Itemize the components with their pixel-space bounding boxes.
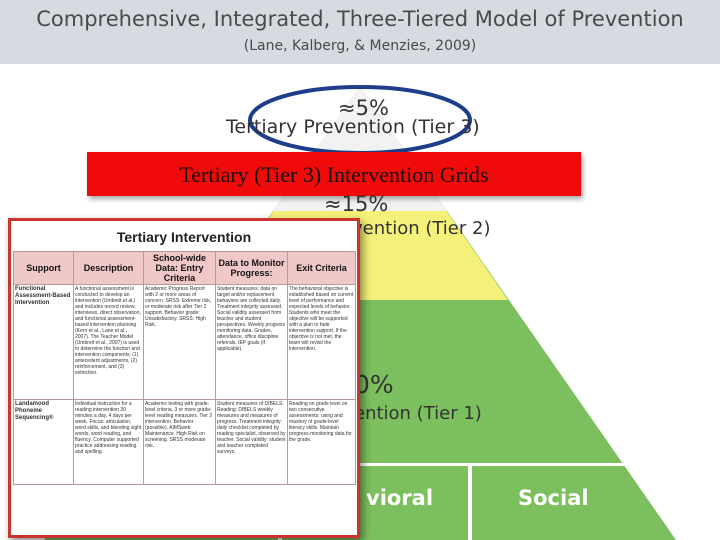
monitor-cell: Student measures: data on target and/or … xyxy=(215,284,288,400)
entry-criteria-cell: Academic testing with grade-level criter… xyxy=(143,399,216,485)
table-header-row: Support Description School-wide Data: En… xyxy=(13,251,356,285)
column-header: Exit Criteria xyxy=(287,251,356,285)
column-header: School-wide Data: Entry Criteria xyxy=(143,251,216,285)
column-header: Description xyxy=(73,251,144,285)
header-bar: Comprehensive, Integrated, Three-Tiered … xyxy=(0,0,720,64)
bottom-band-divider-2 xyxy=(468,465,472,540)
bottom-band-line xyxy=(60,463,670,466)
entry-criteria-cell: Academic Progress Report with 2 or more … xyxy=(143,284,216,400)
column-header: Support xyxy=(13,251,74,285)
monitor-cell: Student measures of DIBELS: Reading: DIB… xyxy=(215,399,288,485)
slide-subtitle: (Lane, Kalberg, & Menzies, 2009) xyxy=(243,38,477,54)
support-cell: Landamood Phoneme Sequencing® xyxy=(13,399,74,485)
table-row: Functional Assessment-Based Intervention… xyxy=(13,284,356,400)
tertiary-intervention-grid: Tertiary Intervention Support Descriptio… xyxy=(8,218,360,538)
intervention-table: Support Description School-wide Data: En… xyxy=(13,251,356,485)
banner-text: Tertiary (Tier 3) Intervention Grids xyxy=(179,162,489,187)
exit-criteria-cell: The behavioral objective is established … xyxy=(287,284,356,400)
intervention-grids-banner: Tertiary (Tier 3) Intervention Grids xyxy=(87,152,581,196)
support-cell: Functional Assessment-Based Intervention xyxy=(13,284,74,400)
tier1-label: ention (Tier 1) xyxy=(354,403,482,424)
exit-criteria-cell: Reading on grade level on two consecutiv… xyxy=(287,399,356,485)
tier2-label: vention (Tier 2) xyxy=(352,218,491,239)
social-label: Social xyxy=(518,486,589,510)
grid-title: Tertiary Intervention xyxy=(116,229,252,245)
slide-title: Comprehensive, Integrated, Three-Tiered … xyxy=(36,7,684,31)
column-header: Data to Monitor Progress: xyxy=(215,251,288,285)
tier1-percent: 0% xyxy=(354,370,394,399)
table-row: Landamood Phoneme Sequencing® Individual… xyxy=(13,399,356,485)
tier2-percent: ≈15% xyxy=(324,192,389,216)
description-cell: Individual instruction for a reading int… xyxy=(73,399,144,485)
behavioral-label: vioral xyxy=(366,486,434,510)
tier3-label: Tertiary Prevention (Tier 3) xyxy=(226,116,480,138)
tier3-percent: ≈5% xyxy=(338,96,389,120)
description-cell: A functional assessment is conducted to … xyxy=(73,284,144,400)
